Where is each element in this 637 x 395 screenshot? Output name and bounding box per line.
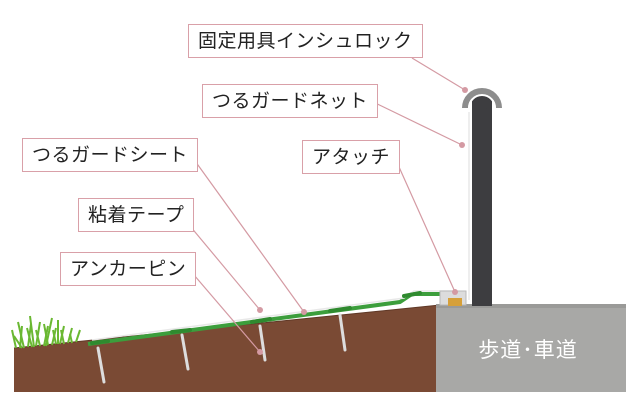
guard-sheet xyxy=(87,292,452,346)
leader-dots xyxy=(257,87,468,355)
insulock-ring-inner xyxy=(468,94,496,109)
label-attach: アタッチ xyxy=(302,140,401,174)
anchor-pin xyxy=(180,333,190,371)
adhesive-tape xyxy=(170,328,192,334)
sidewalk-top xyxy=(436,304,626,308)
label-guard-net: つるガードネット xyxy=(202,84,379,118)
attach-clip xyxy=(448,298,462,306)
sidewalk-label: 歩道･車道 xyxy=(478,338,578,362)
adhesive-tape xyxy=(90,339,110,345)
anchor-pin xyxy=(338,313,347,352)
label-adhesive-tape: 粘着テープ xyxy=(78,198,195,232)
leader-attach xyxy=(394,157,456,293)
label-anchor-pin: アンカーピン xyxy=(60,252,197,286)
leader-lock xyxy=(411,57,466,91)
anchor-pins xyxy=(96,313,347,384)
adhesive-tape xyxy=(402,291,422,298)
grass-icon xyxy=(11,315,81,349)
pole xyxy=(472,100,492,306)
leader-sheet xyxy=(189,153,305,313)
insulock-ring xyxy=(462,88,502,109)
adhesive-tape xyxy=(328,306,352,313)
leader-lines xyxy=(184,57,466,353)
adhesive-tapes xyxy=(90,291,422,345)
soil-slope xyxy=(14,305,440,392)
leader-tape xyxy=(184,219,261,311)
adhesive-tape xyxy=(250,317,272,324)
leader-net xyxy=(364,97,463,146)
sidewalk-block xyxy=(436,304,626,392)
leader-pin xyxy=(187,267,261,353)
label-insulock: 固定用具インシュロック xyxy=(188,24,423,58)
label-guard-sheet: つるガードシート xyxy=(22,138,199,172)
anchor-pin xyxy=(258,324,267,362)
anchor-pin xyxy=(96,346,106,384)
